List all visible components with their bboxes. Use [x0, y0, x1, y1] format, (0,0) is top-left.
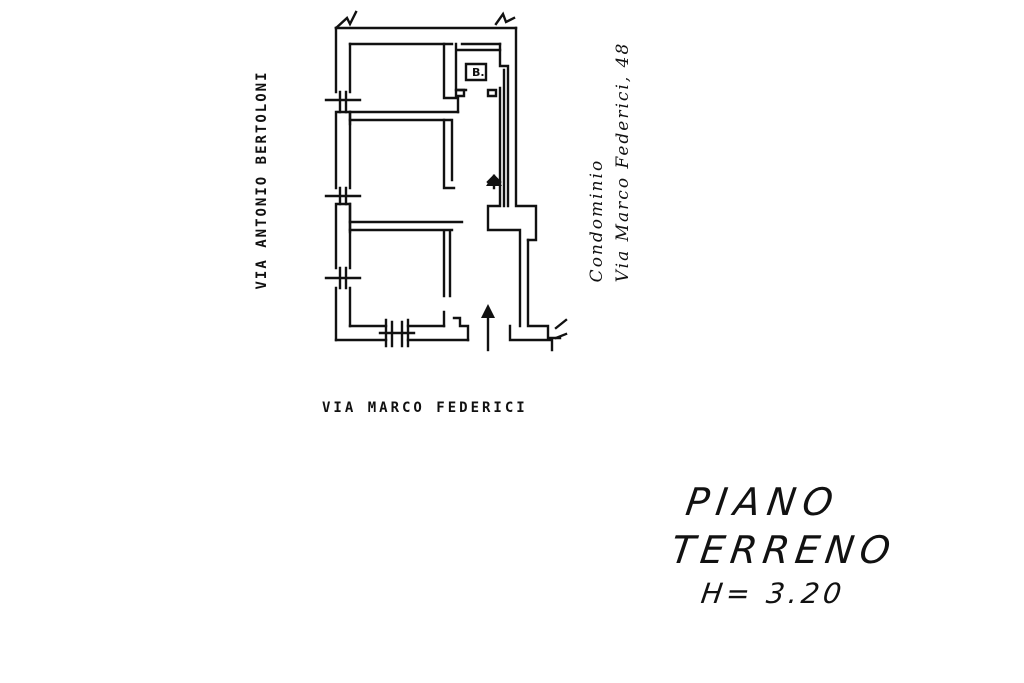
stair-arrow-head — [486, 174, 502, 186]
right-bottom-wall-2 — [508, 318, 568, 352]
partition-1 — [348, 110, 460, 122]
street-label-bottom: VIA MARCO FEDERICI — [322, 400, 528, 416]
plan-title: PIANO TERRENO H= 3.20 — [662, 478, 905, 614]
corridor-wall-inner — [486, 42, 522, 328]
partition-1-end — [442, 42, 460, 114]
window-3 — [324, 266, 362, 290]
top-left-break-mark — [334, 10, 358, 30]
bottom-window — [378, 318, 416, 348]
corridor-wall-outer — [514, 26, 538, 242]
window-2 — [324, 186, 362, 206]
neighbor-label-line1: Condominio — [587, 158, 607, 283]
bottom-stub — [442, 310, 470, 342]
plan-title-line2: TERRENO — [668, 528, 899, 572]
window-1 — [324, 90, 362, 114]
neighbor-label: Condominio Via Marco Federici, 48 — [584, 42, 636, 283]
partition-3 — [442, 230, 452, 298]
left-pillar-1 — [336, 110, 352, 234]
plan-height: H= 3.20 — [699, 577, 848, 610]
room-label-bathroom: B. — [472, 66, 485, 79]
entrance-arrow-head — [481, 304, 495, 318]
plan-title-line1: PIANO — [683, 480, 843, 524]
partition-2-door — [442, 118, 456, 190]
bathroom-door — [454, 88, 498, 98]
partition-2 — [348, 220, 464, 232]
right-bottom-wall — [526, 238, 562, 340]
street-label-left: VIA ANTONIO BERTOLONI — [254, 70, 270, 290]
neighbor-label-line2: Via Marco Federici, 48 — [613, 41, 633, 283]
bathroom-fixture — [464, 62, 488, 82]
top-right-break-mark — [494, 11, 516, 26]
